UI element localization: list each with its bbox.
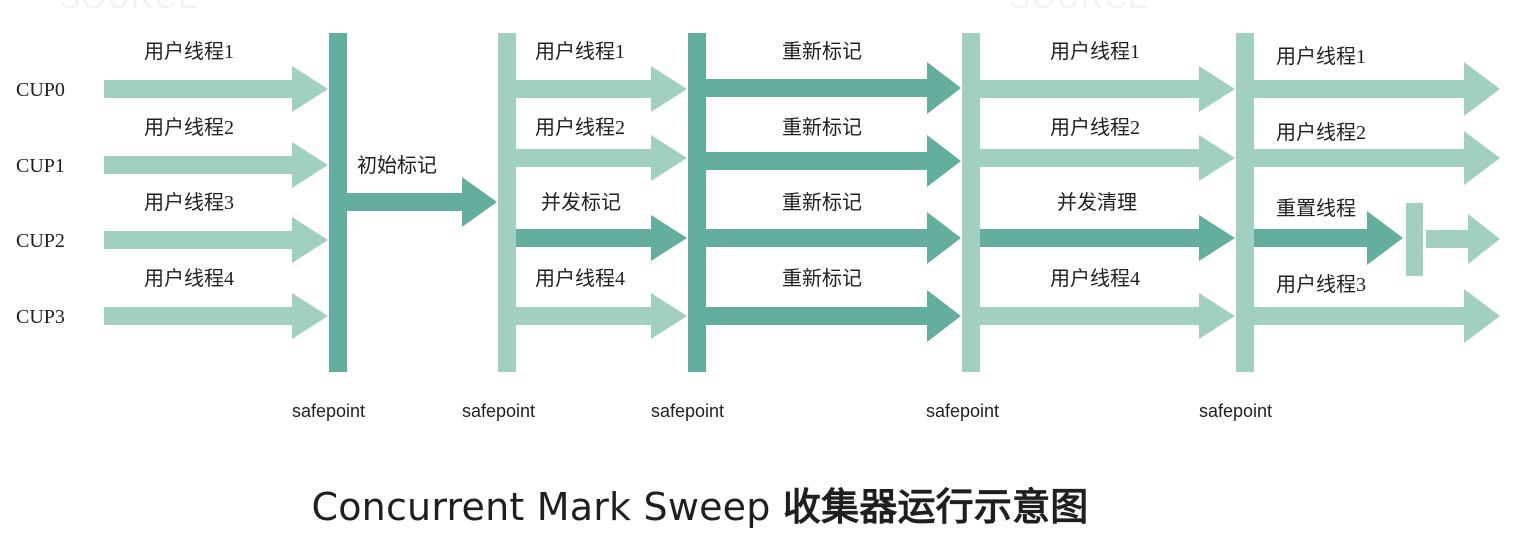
arrow-cpu3-phase4 [980,293,1235,339]
arrow-cpu3-phase3 [706,290,961,342]
arrow-cpu1-phase3 [706,135,961,187]
cpu-labels: CUP0 CUP1 CUP2 CUP3 [16,79,65,328]
phase5-labels: 用户线程1 用户线程2 重置线程 用户线程3 [1276,45,1366,296]
remark-label: 重新标记 [782,267,862,290]
arrow-cpu2-phase3 [706,212,961,264]
arrow-cpu3-phase5 [1254,289,1500,343]
concurrent-sweep-label: 并发清理 [1057,191,1137,214]
safepoint-bar-4 [962,33,980,372]
arrow-cpu0-phase4 [980,66,1235,112]
thread-label: 用户线程2 [144,116,234,139]
watermark: SOURCE [1010,0,1150,16]
arrow-initial-mark [347,177,497,227]
safepoint-label: safepoint [926,401,999,421]
concurrent-mark-label: 并发标记 [541,191,621,214]
phase2-arrows [516,66,687,339]
remark-label: 重新标记 [782,116,862,139]
thread-label: 用户线程2 [1276,121,1366,144]
remark-label: 重新标记 [782,40,862,63]
remark-label: 重新标记 [782,191,862,214]
arrow-cpu1-phase4 [980,135,1235,181]
phase4-labels: 用户线程1 用户线程2 并发清理 用户线程4 [1050,40,1140,290]
cpu-label: CUP2 [16,230,65,252]
phase3-arrows [706,62,961,342]
arrow-cpu2-phase1 [104,217,328,263]
cpu-label: CUP1 [16,155,65,177]
thread-label: 用户线程1 [144,40,234,63]
arrow-cpu3-phase1 [104,293,328,339]
arrow-cpu1-phase1 [104,142,328,188]
arrow-cpu2-after-reset [1426,214,1500,264]
phase1-arrows [104,66,328,339]
phase4-arrows [980,66,1235,339]
cpu-label: CUP0 [16,79,65,101]
arrow-cpu0-phase5 [1254,62,1500,116]
arrow-cpu0-phase2 [516,66,687,112]
reset-thread-label: 重置线程 [1276,197,1356,220]
phase1-labels: 用户线程1 用户线程2 用户线程3 用户线程4 初始标记 [144,40,437,290]
title-latin: Concurrent Mark Sweep [311,485,783,529]
safepoint-label: safepoint [462,401,535,421]
safepoint-label: safepoint [292,401,365,421]
arrow-cpu0-phase3 [706,62,961,114]
arrow-cpu1-phase2 [516,135,687,181]
thread-label: 用户线程1 [1050,40,1140,63]
reset-barrier-bar [1406,203,1423,276]
cpu-label: CUP3 [16,306,65,328]
arrow-cpu2-reset-thread [1254,211,1403,265]
safepoint-bar-2 [498,33,516,372]
arrow-cpu3-phase2 [516,293,687,339]
arrow-cpu2-phase4 [980,215,1235,261]
phase2-labels: 用户线程1 用户线程2 并发标记 用户线程4 [535,40,625,290]
thread-label: 用户线程3 [1276,273,1366,296]
safepoint-bar-5 [1236,33,1254,372]
arrow-cpu2-phase2 [516,215,687,261]
safepoint-label: safepoint [651,401,724,421]
safepoint-bar-1 [329,33,347,372]
safepoint-label: safepoint [1199,401,1272,421]
arrow-cpu1-phase5 [1254,131,1500,185]
phase3-labels: 重新标记 重新标记 重新标记 重新标记 [782,40,862,290]
watermark: SOURCE [60,0,200,16]
diagram-title: Concurrent Mark Sweep 收集器运行示意图 [0,476,1400,531]
safepoint-labels: safepoint safepoint safepoint safepoint … [292,401,1272,421]
thread-label: 用户线程1 [1276,45,1366,68]
thread-label: 用户线程3 [144,191,234,214]
thread-label: 用户线程1 [535,40,625,63]
thread-label: 用户线程4 [144,267,234,290]
phase5-arrows [1254,62,1500,343]
safepoint-bar-3 [688,33,706,372]
thread-label: 用户线程4 [535,267,625,290]
thread-label: 用户线程4 [1050,267,1140,290]
initial-mark-label: 初始标记 [357,154,437,177]
title-cjk: 收集器运行示意图 [782,485,1089,529]
thread-label: 用户线程2 [535,116,625,139]
arrow-cpu0-phase1 [104,66,328,112]
thread-label: 用户线程2 [1050,116,1140,139]
